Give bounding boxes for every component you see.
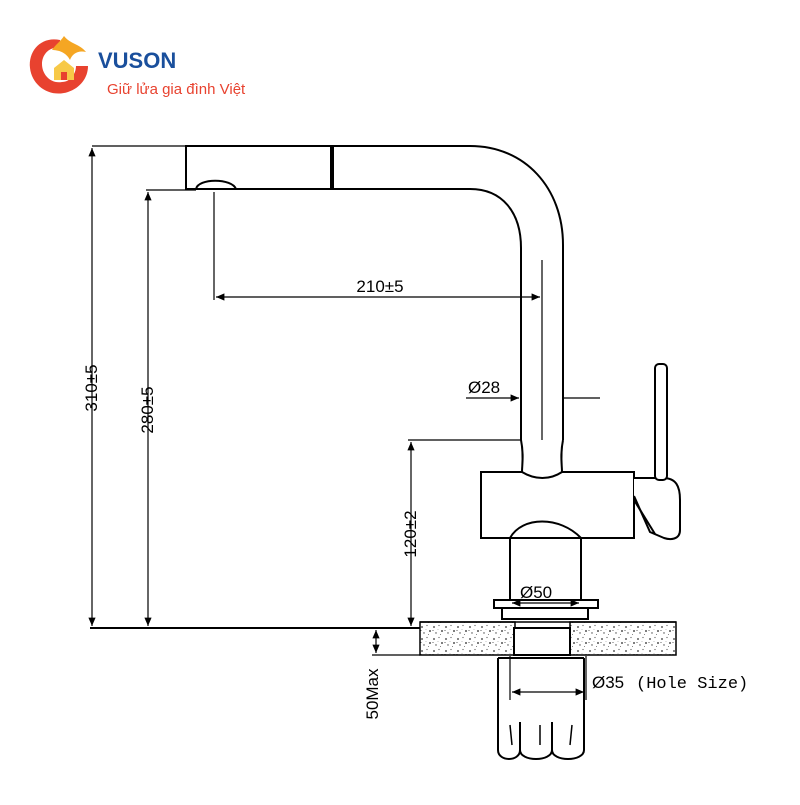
dim-base-label: Ø50 <box>520 583 552 602</box>
dim-hole-label: Ø35 <box>592 673 624 692</box>
brand-tagline: Giữ lửa gia đình Việt <box>107 81 246 98</box>
dimension-lines <box>88 145 600 700</box>
tube-bottom <box>520 439 564 473</box>
countertop <box>90 621 677 656</box>
brand-emblem-icon <box>29 36 88 94</box>
dim-total-height-label: 310±5 <box>82 364 101 411</box>
faucet-outline <box>185 145 681 620</box>
spout-arc-outer <box>332 145 564 440</box>
base-column <box>509 537 582 601</box>
lever-housing <box>633 477 681 540</box>
lever-handle <box>654 363 668 481</box>
dim-reach-label: 210±5 <box>356 277 403 296</box>
counter-slab-left <box>419 621 516 656</box>
base-ring <box>501 607 589 620</box>
lever-pivot-line <box>633 499 656 535</box>
brand-name: VUSON <box>98 48 176 73</box>
spout-arc-inner <box>332 188 522 440</box>
counter-slab-right <box>569 621 677 656</box>
dim-counter-label: 50Max <box>363 668 382 720</box>
dim-hole-note: (Hole Size) <box>636 675 748 694</box>
dim-tube-label: Ø28 <box>468 378 500 397</box>
faucet-body <box>480 471 635 539</box>
dim-body-height-label: 120±2 <box>401 510 420 557</box>
brand-logo: VUSON Giữ lửa gia đình Việt <box>29 36 246 98</box>
dim-spout-height-label: 280±5 <box>138 386 157 433</box>
mounting-shank <box>497 627 585 760</box>
spray-nozzle <box>194 179 238 190</box>
